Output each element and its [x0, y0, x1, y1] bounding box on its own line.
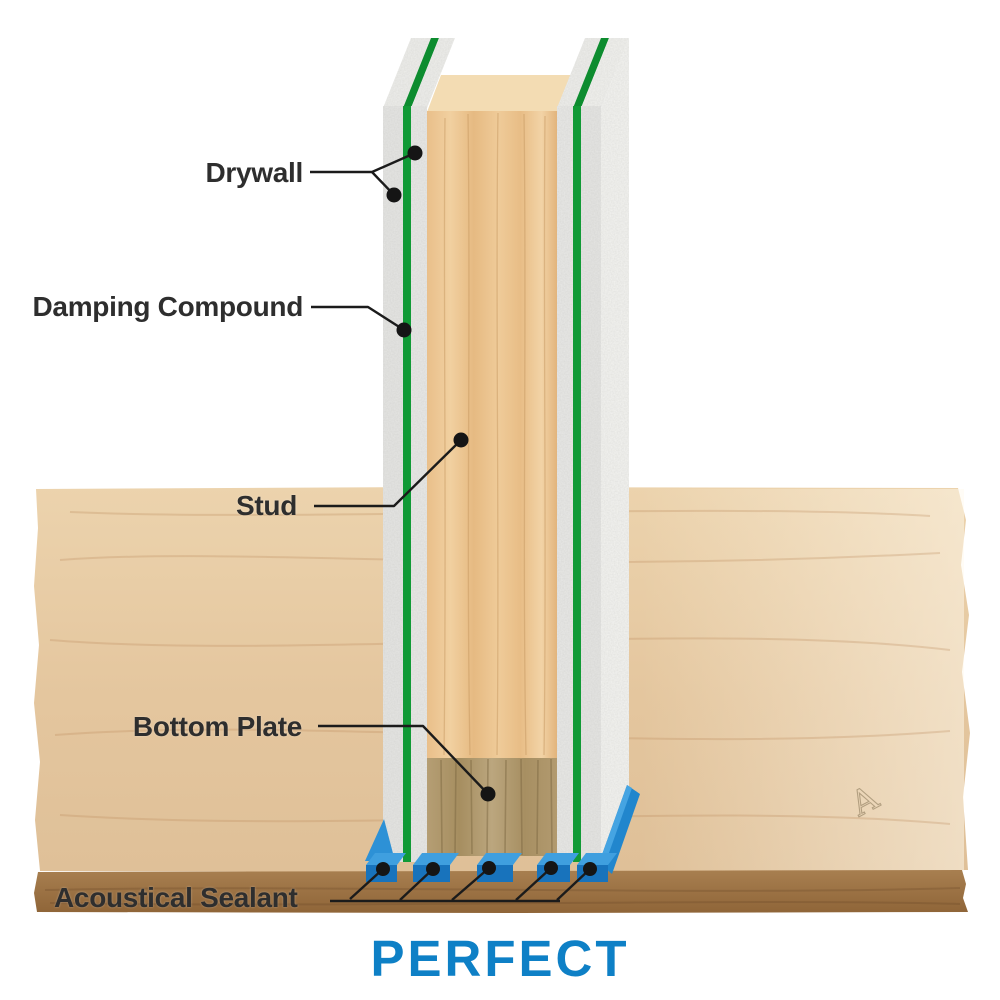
sealant-fillet-left — [365, 819, 395, 861]
dot-damping — [396, 322, 412, 338]
wall-assembly — [383, 38, 629, 862]
leader-lines — [310, 151, 591, 903]
dot-drywall-inner — [407, 145, 423, 161]
label-acoustical-sealant: Acoustical Sealant — [54, 882, 298, 913]
dot-sealant-3 — [482, 861, 496, 875]
floor-front-grain — [44, 887, 961, 906]
dot-sealant-1 — [376, 862, 390, 876]
dot-sealant-4 — [544, 861, 558, 875]
dot-drywall-outer — [386, 187, 402, 203]
label-damping-compound: Damping Compound — [32, 291, 304, 322]
stud-top-face — [427, 75, 571, 112]
damping-compound-line-right — [573, 106, 581, 862]
caption-perfect: PERFECT — [370, 930, 630, 987]
leader-stud — [314, 439, 462, 508]
drywall-speckle-texture — [383, 38, 629, 862]
stud-front-face — [427, 111, 557, 758]
sealant-fillet-right-highlight — [599, 785, 632, 867]
leader-sealant-3 — [451, 867, 490, 901]
leader-bottom-plate — [318, 724, 489, 795]
leader-sealant-1 — [349, 868, 384, 900]
leader-sealant-4 — [515, 867, 552, 901]
label-bottom-plate: Bottom Plate — [132, 711, 302, 742]
dot-stud — [453, 432, 469, 448]
damping-top-left — [403, 38, 439, 108]
leader-damping — [311, 305, 405, 332]
dot-bottom-plate — [480, 786, 496, 802]
floor-highlight-right — [640, 489, 964, 871]
leader-sealant-5 — [556, 868, 591, 901]
damping-top-right — [573, 38, 609, 108]
floor-front-edge — [34, 870, 968, 913]
leader-dots — [376, 145, 597, 876]
label-stud: Stud — [235, 490, 297, 521]
leader-sealant-2 — [399, 868, 434, 901]
bottom-plate-front-face — [427, 758, 557, 856]
label-drywall: Drywall — [205, 157, 304, 188]
damping-compound-line-left — [403, 106, 411, 862]
dot-sealant-2 — [426, 862, 440, 876]
stud-grain-lines — [443, 112, 546, 756]
dot-sealant-5 — [583, 862, 597, 876]
